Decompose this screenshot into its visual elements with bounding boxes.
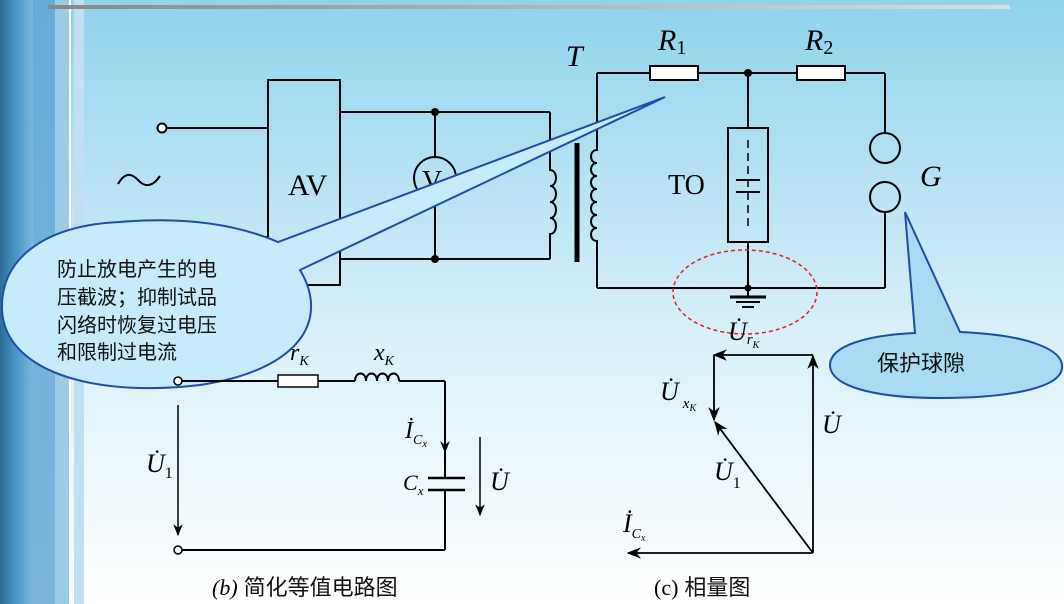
callout-line: 防止放电产生的电 [57, 257, 217, 281]
av-label: AV [288, 169, 328, 202]
resistor-r1 [649, 65, 699, 81]
resistor-r2 [796, 65, 846, 81]
u1-label: U̇1 [146, 449, 173, 482]
r1-label: R1 [657, 24, 686, 59]
xk-label: xK [373, 340, 395, 369]
urk-label: U̇rK [728, 317, 761, 351]
phasor-u1 [714, 420, 814, 554]
test-object-label: TO [668, 170, 705, 201]
cx-label: Cx [403, 470, 424, 498]
ground-highlight [672, 249, 818, 335]
icx-label: İCx [404, 418, 427, 450]
caption-c: (c)相量图 [654, 575, 750, 601]
callout-line: 和限制过电流 [57, 340, 177, 364]
svg-text:防止放电产生的电 压截波；抑制试品: 防止放电产生的电 压截波；抑制试品 闪络时恢复过电压 和限制过电流 [57, 257, 223, 364]
caption-b: (b)简化等值电路图 [212, 575, 398, 601]
terminal [173, 545, 183, 555]
phasor-diagram: U̇rK U̇xK U̇ U̇1 İCx (c)相量图 [622, 317, 843, 601]
resistor-rk [277, 374, 319, 388]
gap-callout-text: 保护球隙 [877, 352, 965, 377]
gap-callout: 保护球隙 [828, 211, 1064, 400]
primary-coil [549, 112, 557, 259]
ground-icon [730, 295, 766, 308]
top-rule [48, 5, 1010, 9]
u-label: U̇ [490, 467, 511, 496]
terminal [173, 376, 183, 386]
gap-label: G [920, 160, 942, 193]
icx-phasor-label: İCx [622, 509, 646, 544]
callout-line: 闪络时恢复过电压 [57, 313, 217, 337]
sphere-gap-top [869, 132, 901, 164]
source-terminal [156, 122, 168, 134]
uxk-label: U̇xK [660, 377, 697, 414]
u-phasor-label: U̇ [822, 410, 843, 439]
resistor-callout: 防止放电产生的电 压截波；抑制试品 闪络时恢复过电压 和限制过电流 [0, 96, 666, 390]
equivalent-circuit: rK xK İCx Cx U̇ U̇1 (b)简化等值电路图 [146, 340, 511, 601]
rk-label: rK [290, 340, 309, 369]
r2-label: R2 [804, 24, 833, 59]
callout-line: 压截波；抑制试品 [57, 285, 217, 309]
inductor-xk [354, 372, 400, 382]
transformer-label: T [566, 40, 585, 73]
u1-phasor-label: U̇1 [714, 457, 741, 492]
ac-source-icon [117, 173, 161, 187]
secondary-coil [590, 73, 598, 288]
